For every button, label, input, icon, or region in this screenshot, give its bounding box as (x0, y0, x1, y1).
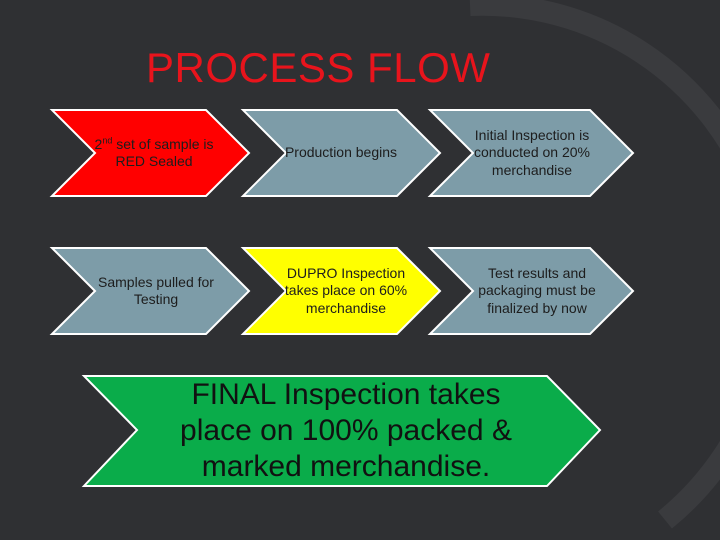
step-6-shape (427, 247, 635, 335)
step-6-label: Test results and packaging must be final… (478, 264, 596, 316)
step-5-shape (240, 247, 442, 335)
step-1-text: set of sample is RED Sealed (112, 135, 214, 170)
final-step-shape (81, 375, 602, 487)
page-title: PROCESS FLOW (146, 44, 491, 91)
step-3-shape (427, 109, 635, 197)
step-4-label: Samples pulled for Testing (98, 273, 214, 308)
step-5-label: DUPRO Inspection takes place on 60% merc… (284, 264, 408, 316)
background-arc (469, 0, 720, 529)
step-3-label: Initial Inspection is conducted on 20% m… (474, 126, 590, 178)
step-1-shape (49, 109, 251, 197)
step-1-ordinal: 2 (94, 135, 103, 152)
step-2-shape (240, 109, 442, 197)
final-step-label: FINAL Inspection takes place on 100% pac… (180, 378, 512, 483)
step-1-label: 2nd set of sample is RED Sealed (86, 110, 222, 196)
step-2-label: Production begins (284, 144, 398, 161)
step-1-ordinal-suffix: nd (102, 134, 113, 145)
step-4-shape (49, 247, 251, 335)
